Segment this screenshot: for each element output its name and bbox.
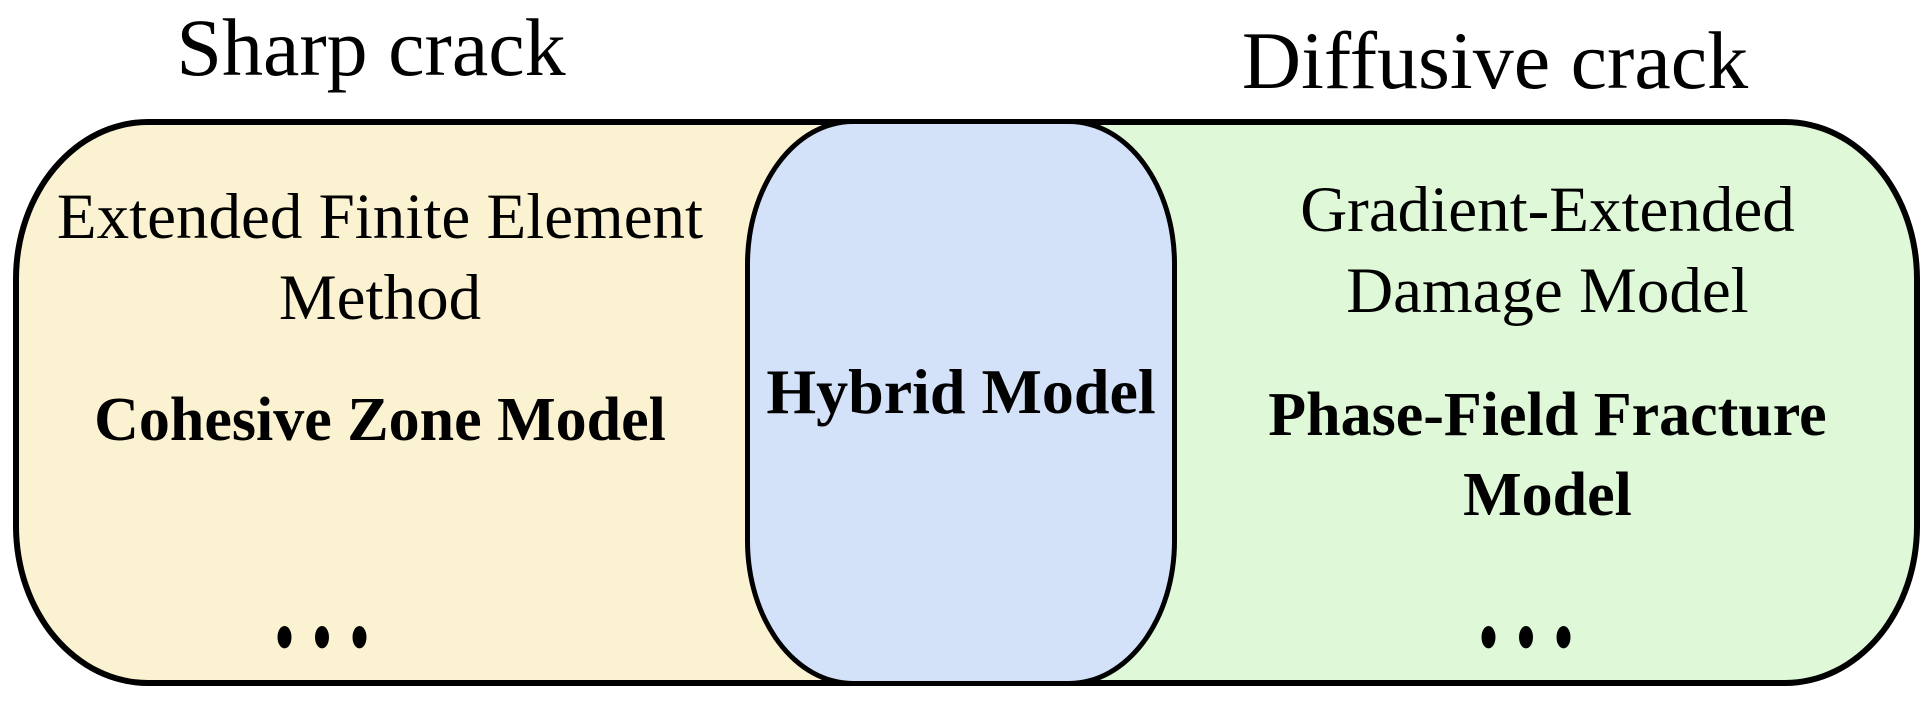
cohesive-zone-model-label: Cohesive Zone Model [94, 386, 666, 454]
diffusive-crack-ellipsis: ... [1477, 523, 1591, 677]
diffusive-crack-title: Diffusive crack [1241, 15, 1749, 106]
hybrid-overlap-capsule [745, 119, 1177, 686]
extended-finite-element-method-label: Extended Finite Element Method [30, 177, 730, 339]
xfem-line-2: Method [278, 262, 482, 334]
hybrid-model-label: Hybrid Model [766, 356, 1156, 427]
sharp-crack-ellipsis: ... [273, 523, 387, 677]
gradient-extended-damage-model-label: Gradient-Extended Damage Model [1180, 170, 1915, 332]
phase-field-fracture-model-label: Phase-Field Fracture Model [1180, 375, 1915, 535]
gradient-line-1: Gradient-Extended [1300, 174, 1795, 246]
phase-field-line-2: Model [1463, 461, 1632, 529]
xfem-line-1: Extended Finite Element [56, 181, 704, 253]
phase-field-line-1: Phase-Field Fracture [1268, 381, 1827, 449]
sharp-crack-title: Sharp crack [176, 2, 566, 93]
gradient-line-2: Damage Model [1346, 255, 1749, 327]
